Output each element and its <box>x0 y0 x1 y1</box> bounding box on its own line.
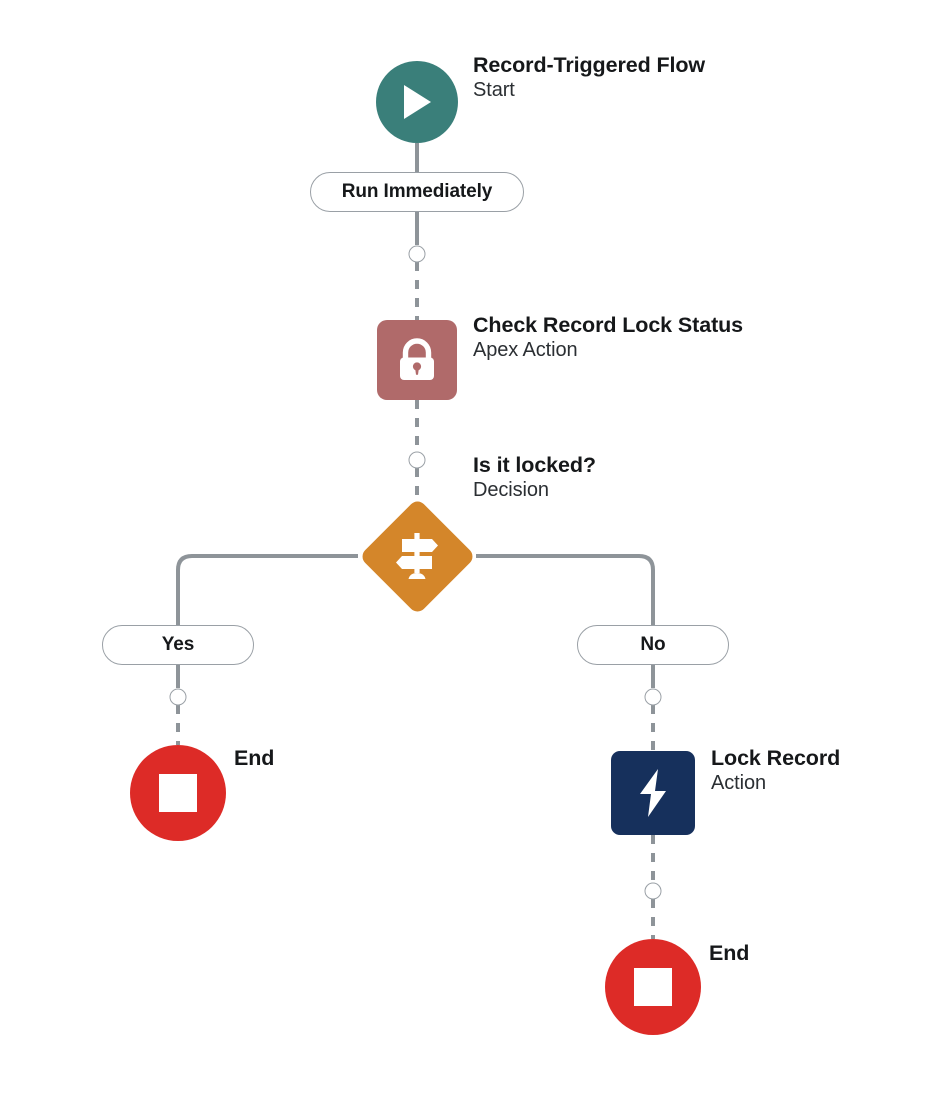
lock-record-title: Lock Record <box>711 746 841 770</box>
decision-subtitle: Decision <box>473 479 549 502</box>
decision-title: Is it locked? <box>473 453 596 477</box>
add-element-dot-4[interactable] <box>644 688 662 705</box>
label-decision: Is it locked? Decision <box>473 452 596 503</box>
play-icon <box>400 83 434 121</box>
lock-icon <box>396 337 438 383</box>
apex-action-tile[interactable] <box>377 320 457 400</box>
add-element-dot-2[interactable] <box>408 451 426 468</box>
node-lock-record[interactable] <box>611 751 695 835</box>
start-subtitle: Start <box>473 79 515 102</box>
label-start: Record-Triggered Flow Start <box>473 52 705 103</box>
node-decision[interactable] <box>358 497 476 615</box>
branch-label-no[interactable]: No <box>577 625 729 665</box>
start-circle[interactable] <box>376 61 458 143</box>
lock-record-subtitle: Action <box>711 772 766 795</box>
edge-decision-to-no <box>476 554 655 625</box>
node-start[interactable] <box>376 61 458 143</box>
add-element-dot-1[interactable] <box>408 245 426 262</box>
start-title: Record-Triggered Flow <box>473 53 706 77</box>
end-yes-title: End <box>234 746 275 770</box>
label-lock-record: Lock Record Action <box>711 745 840 796</box>
end-circle-yes[interactable] <box>130 745 226 841</box>
add-element-dot-3[interactable] <box>169 688 187 705</box>
decision-diamond[interactable] <box>358 497 476 615</box>
end-no-title: End <box>709 941 750 965</box>
connector-run-immediately[interactable]: Run Immediately <box>310 172 524 212</box>
node-apex-action[interactable] <box>377 320 457 400</box>
stop-icon <box>159 774 197 812</box>
run-immediately-label: Run Immediately <box>341 181 493 202</box>
edge-decision-to-yes <box>176 554 358 625</box>
label-end-no: End <box>709 940 749 966</box>
branch-yes-label: Yes <box>161 634 195 655</box>
branch-no-label: No <box>640 634 666 655</box>
lightning-bolt-icon <box>635 767 671 819</box>
node-end-yes[interactable] <box>130 745 226 841</box>
signpost-icon <box>388 527 446 585</box>
node-end-no[interactable] <box>605 939 701 1035</box>
label-apex-action: Check Record Lock Status Apex Action <box>473 312 743 363</box>
add-element-dot-5[interactable] <box>644 882 662 899</box>
apex-action-title: Check Record Lock Status <box>473 313 744 337</box>
lock-record-tile[interactable] <box>611 751 695 835</box>
end-circle-no[interactable] <box>605 939 701 1035</box>
stop-icon <box>634 968 672 1006</box>
apex-action-subtitle: Apex Action <box>473 339 578 362</box>
label-end-yes: End <box>234 745 274 771</box>
branch-label-yes[interactable]: Yes <box>102 625 254 665</box>
